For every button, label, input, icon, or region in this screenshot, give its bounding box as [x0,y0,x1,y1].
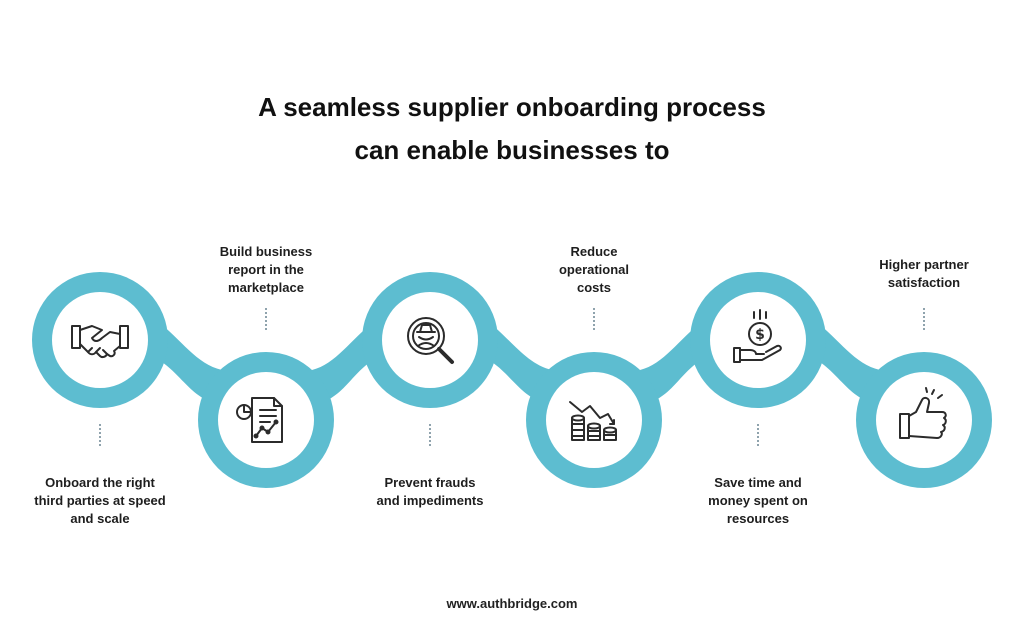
title-line-1: A seamless supplier onboarding process [258,92,766,122]
dotted-connector-2 [265,308,267,330]
connector-3-4 [480,320,552,404]
caption-line: money spent on [708,493,808,508]
caption-line: costs [577,280,611,295]
caption-step-6: Higher partner satisfaction [829,256,1019,292]
connector-5-6 [808,320,880,404]
coin-stacks-decline-icon [569,401,617,441]
dotted-connector-4 [593,308,595,330]
website-url: www.authbridge.com [446,596,578,611]
money-hand-icon: $ [733,309,782,363]
caption-line: operational [558,262,630,277]
circle-ring-6 [856,352,992,488]
connector-1-2 [150,320,222,404]
circle-ring-3 [362,272,498,408]
caption-line: Build business [219,244,313,259]
page-title: A seamless supplier onboarding process c… [0,86,1024,172]
caption-step-3: Prevent frauds and impediments [335,474,525,510]
caption-line: Reduce [570,244,618,259]
caption-line: satisfaction [887,275,961,290]
caption-line: and impediments [376,493,484,508]
caption-step-1: Onboard the right third parties at speed… [5,474,195,528]
handshake-icon [71,325,129,359]
dotted-connector-5 [757,424,759,446]
caption-line: report in the [228,262,304,277]
circle-ring-5 [690,272,826,408]
caption-line: resources [726,511,790,526]
caption-line: Higher partner [879,257,969,272]
svg-text:$: $ [755,327,765,343]
chain-connectors [150,320,880,404]
circle-ring-2 [198,352,334,488]
caption-step-5: Save time and money spent on resources [663,474,853,528]
title-line-2: can enable businesses to [354,135,670,165]
caption-line: Save time and [714,475,802,490]
circle-ring-4 [526,352,662,488]
caption-line: and scale [70,511,130,526]
dotted-connector-1 [99,424,101,446]
caption-step-2: Build business report in the marketplace [171,243,361,297]
fraud-search-icon [407,317,454,364]
caption-step-4: Reduce operational costs [499,243,689,297]
caption-line: Onboard the right [45,475,155,490]
caption-line: Prevent frauds [384,475,476,490]
caption-line: third parties at speed [34,493,166,508]
dotted-connector-6 [923,308,925,330]
dotted-connector-3 [429,424,431,446]
caption-line: marketplace [228,280,304,295]
thumbs-up-icon [899,387,947,439]
report-chart-icon [236,397,283,443]
